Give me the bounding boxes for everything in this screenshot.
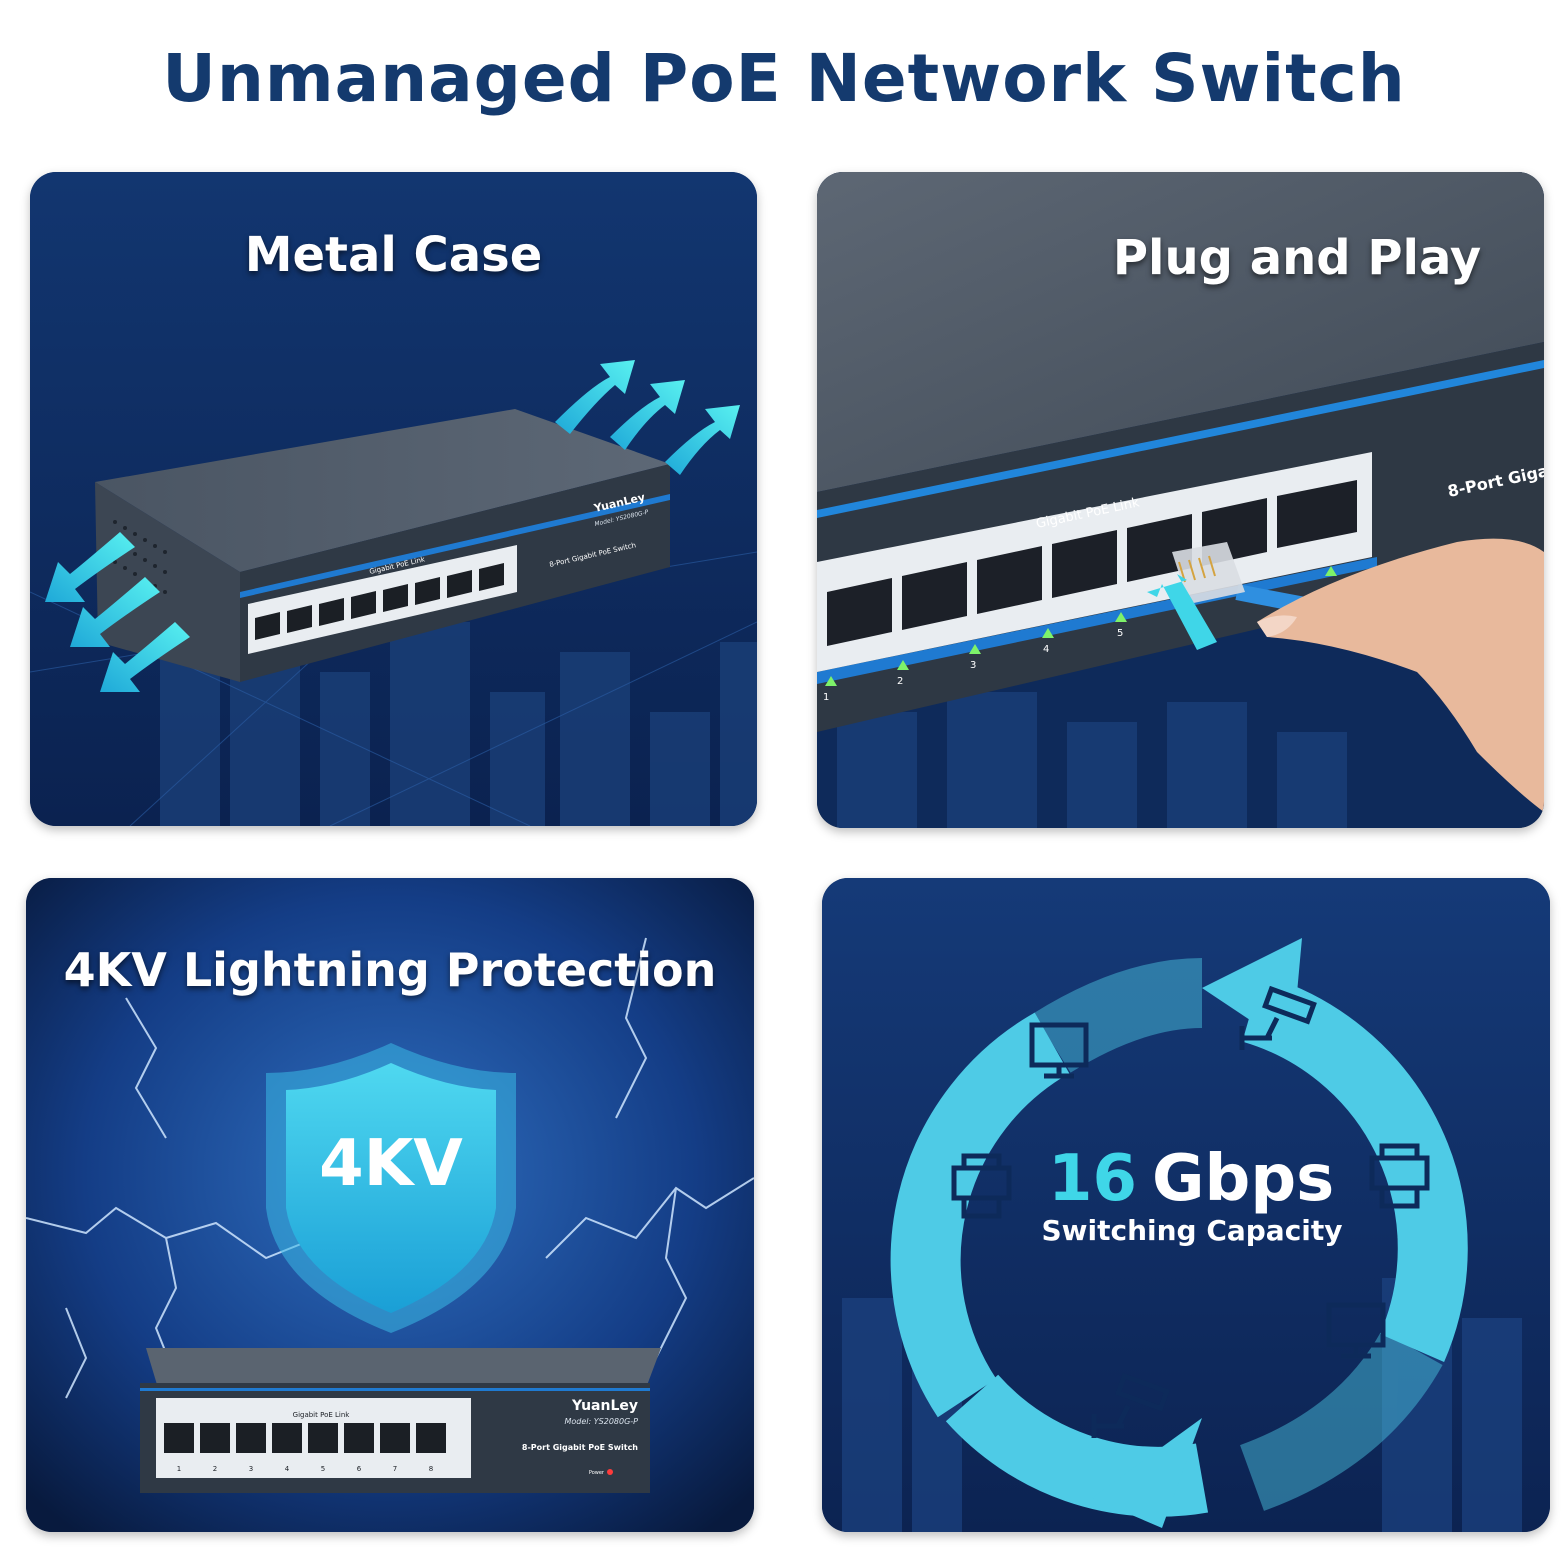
port-label: 3	[249, 1465, 253, 1473]
panel-lightning-protection: 4KV 1 2 3 4 5 6 7 8 Gigabit PoE Link Yua…	[26, 878, 754, 1532]
port-label: 5	[1117, 628, 1123, 639]
lightning-device-name: 8-Port Gigabit PoE Switch	[522, 1443, 638, 1452]
power-led-icon	[607, 1469, 613, 1475]
capacity-unit: Gbps	[1152, 1142, 1334, 1216]
cycle-arrows-icon	[890, 938, 1468, 1528]
finger-icon	[1257, 538, 1544, 812]
port-label: 6	[357, 1465, 362, 1473]
metal-case-illustration: Gigabit PoE Link YuanLey Model: YS2080G-…	[30, 172, 757, 826]
lightning-model: Model: YS2080G-P	[565, 1417, 639, 1426]
port-label: 2	[213, 1465, 217, 1473]
panel-title-metal-case: Metal Case	[244, 227, 543, 283]
port-label: 8	[429, 1465, 433, 1473]
lightning-power-label: Power	[589, 1470, 605, 1476]
monitor-icon	[1326, 1302, 1386, 1359]
lightning-brand: YuanLey	[571, 1398, 638, 1414]
port-label: 4	[285, 1465, 290, 1473]
panel-switching-capacity: 16 Gbps Switching Capacity	[822, 878, 1550, 1532]
capacity-label: Switching Capacity	[1041, 1214, 1342, 1247]
cctv-camera-icon	[1239, 985, 1317, 1050]
switching-capacity-illustration: 16 Gbps Switching Capacity	[822, 878, 1550, 1532]
capacity-value: 16	[1048, 1142, 1137, 1216]
shield-icon	[266, 1043, 516, 1333]
port-label: 1	[823, 692, 829, 703]
lightning-protection-illustration: 4KV 1 2 3 4 5 6 7 8 Gigabit PoE Link Yua…	[26, 878, 754, 1532]
printer-icon	[951, 1153, 1012, 1219]
lightning-link-label: Gigabit PoE Link	[293, 1411, 351, 1419]
panel-plug-and-play: 1 2 3 4 5 6 Gigabit PoE Link 8-Port Giga	[817, 172, 1544, 828]
port-label: 2	[897, 676, 903, 687]
port-label: 1	[177, 1465, 181, 1473]
printer-icon	[1369, 1143, 1430, 1209]
port-label: 4	[1043, 644, 1049, 655]
port-label: 3	[970, 660, 976, 671]
airflow-arrows-icon	[45, 360, 740, 692]
panel-title-lightning-protection: 4KV Lightning Protection	[63, 943, 717, 997]
insert-arrow-icon	[1147, 574, 1217, 650]
page-title: Unmanaged PoE Network Switch	[162, 40, 1406, 117]
monitor-icon	[1029, 1022, 1089, 1079]
plug-and-play-illustration: 1 2 3 4 5 6 Gigabit PoE Link 8-Port Giga	[817, 172, 1544, 828]
panel-metal-case: Gigabit PoE Link YuanLey Model: YS2080G-…	[30, 172, 757, 826]
shield-label: 4KV	[319, 1127, 463, 1201]
cctv-camera-icon	[1091, 1372, 1170, 1438]
panel-title-plug-and-play: Plug and Play	[1112, 230, 1482, 286]
port-label: 5	[321, 1465, 325, 1473]
port-label: 7	[393, 1465, 397, 1473]
